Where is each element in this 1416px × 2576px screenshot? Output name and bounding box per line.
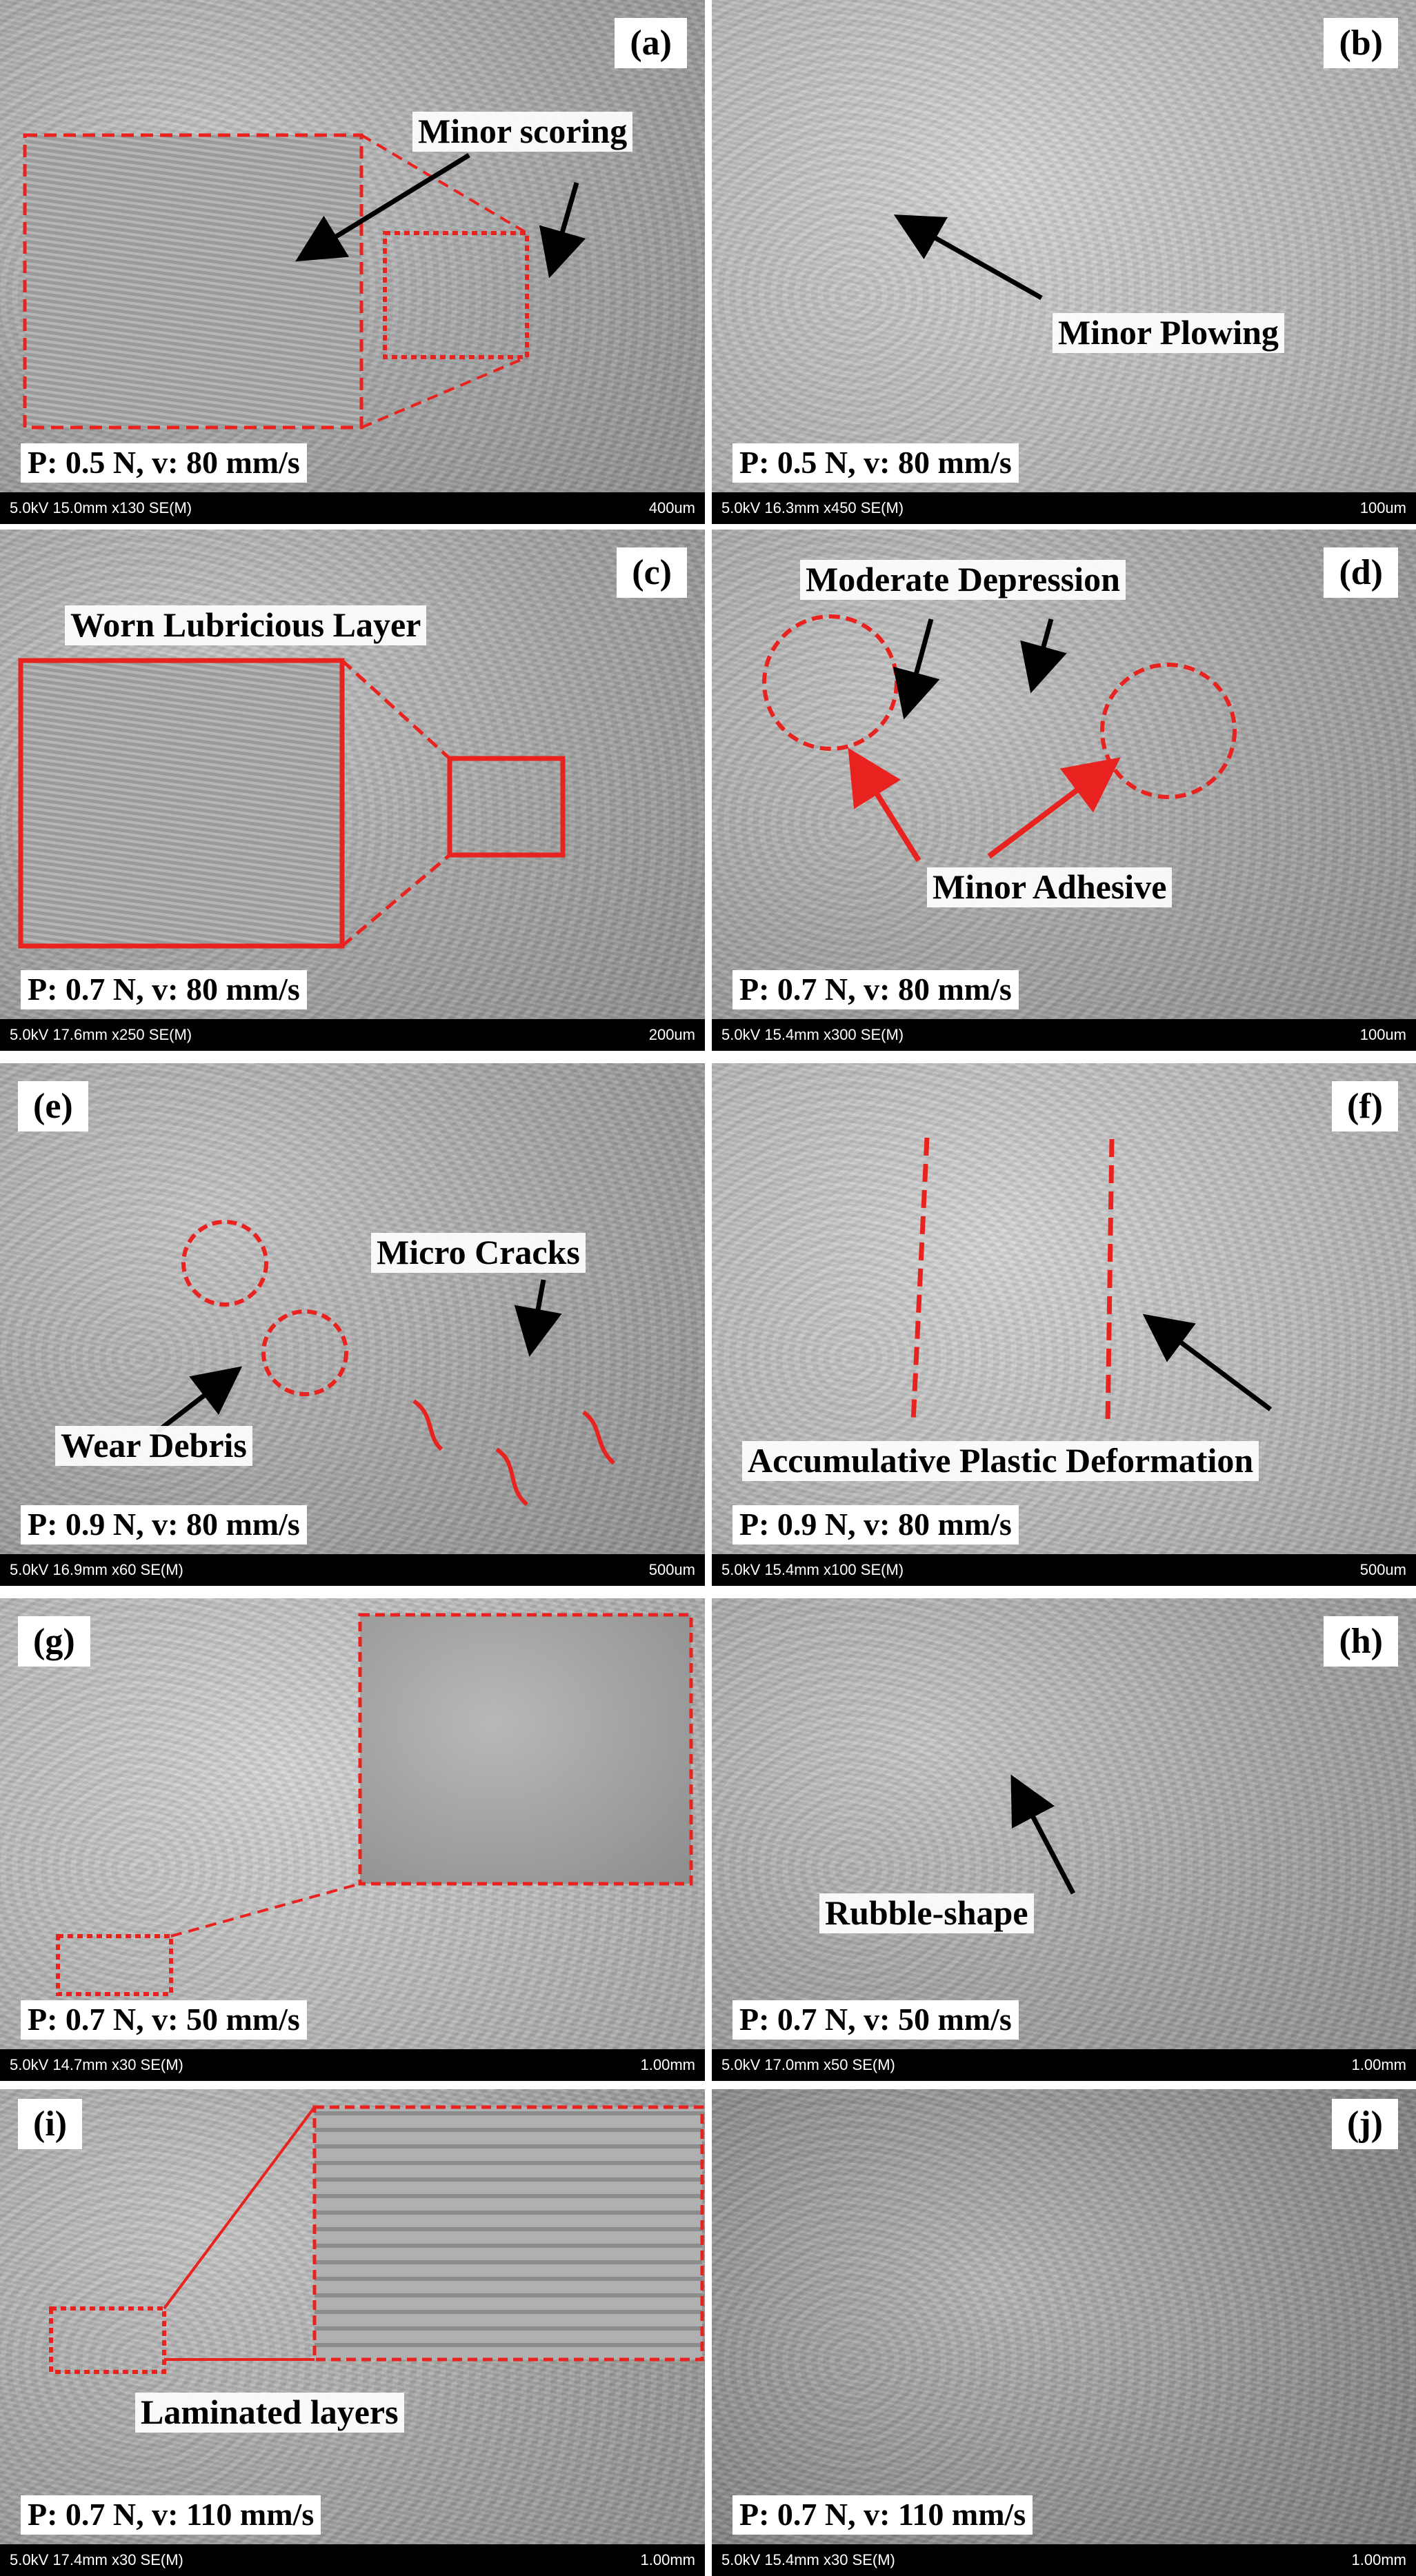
annotation-label: Accumulative Plastic Deformation (742, 1441, 1259, 1481)
annotation-label: Minor Plowing (1053, 313, 1284, 353)
sem-panel-a: (a) Minor scoring P: 0.5 N, v: 80 mm/s 5… (0, 0, 705, 524)
sem-panel-h: (h) Rubble-shape P: 0.7 N, v: 50 mm/s 5.… (712, 1598, 1416, 2081)
sem-parameters: 5.0kV 16.3mm x450 SE(M) (721, 499, 904, 516)
annotation-label: Micro Cracks (371, 1233, 586, 1273)
annotation-label: Worn Lubricious Layer (65, 605, 427, 645)
sem-parameters: 5.0kV 15.4mm x300 SE(M) (721, 1026, 904, 1043)
sem-panel-f: (f) Accumulative Plastic Deformation P: … (712, 1063, 1416, 1586)
sem-info-bar: 5.0kV 16.9mm x60 SE(M) 500um (0, 1554, 705, 1586)
scale-bar-label: 1.00mm (1351, 2551, 1406, 2568)
sem-panel-i: (i) Laminated layers P: 0.7 N, v: 110 mm… (0, 2089, 705, 2576)
zoom-inset (21, 661, 342, 946)
scale-bar-label: 100um (1359, 1026, 1406, 1043)
zoom-inset (315, 2107, 702, 2359)
annotation-label: Laminated layers (135, 2393, 404, 2433)
sem-parameters: 5.0kV 17.0mm x50 SE(M) (721, 2056, 895, 2073)
scale-bar-label: 200um (648, 1026, 695, 1043)
zoom-inset (360, 1615, 691, 1884)
test-condition: P: 0.9 N, v: 80 mm/s (732, 1505, 1019, 1544)
sem-info-bar: 5.0kV 17.0mm x50 SE(M) 1.00mm (712, 2049, 1416, 2081)
sem-texture (712, 0, 1416, 492)
sem-panel-c: (c) Worn Lubricious Layer P: 0.7 N, v: 8… (0, 530, 705, 1051)
panel-label: (h) (1324, 1616, 1398, 1667)
test-condition: P: 0.7 N, v: 110 mm/s (21, 2495, 321, 2535)
annotation-label: Minor scoring (412, 112, 633, 152)
sem-info-bar: 5.0kV 17.4mm x30 SE(M) 1.00mm (0, 2544, 705, 2576)
test-condition: P: 0.7 N, v: 50 mm/s (732, 2000, 1019, 2040)
scale-bar-label: 1.00mm (640, 2551, 695, 2568)
sem-info-bar: 5.0kV 15.4mm x100 SE(M) 500um (712, 1554, 1416, 1586)
sem-parameters: 5.0kV 17.6mm x250 SE(M) (10, 1026, 192, 1043)
annotation-label: Moderate Depression (800, 560, 1126, 600)
sem-panel-d: (d) Moderate Depression Minor Adhesive P… (712, 530, 1416, 1051)
sem-info-bar: 5.0kV 14.7mm x30 SE(M) 1.00mm (0, 2049, 705, 2081)
sem-info-bar: 5.0kV 16.3mm x450 SE(M) 100um (712, 492, 1416, 524)
panel-label: (e) (18, 1081, 88, 1132)
panel-label: (g) (18, 1616, 90, 1667)
scale-bar-label: 1.00mm (1351, 2056, 1406, 2073)
sem-panel-g: (g) P: 0.7 N, v: 50 mm/s 5.0kV 14.7mm x3… (0, 1598, 705, 2081)
sem-info-bar: 5.0kV 15.4mm x300 SE(M) 100um (712, 1019, 1416, 1051)
panel-label: (j) (1332, 2099, 1398, 2150)
sem-panel-b: (b) Minor Plowing P: 0.5 N, v: 80 mm/s 5… (712, 0, 1416, 524)
test-condition: P: 0.5 N, v: 80 mm/s (732, 443, 1019, 483)
zoom-inset (25, 135, 361, 427)
scale-bar-label: 500um (648, 1561, 695, 1578)
annotation-label: Wear Debris (55, 1426, 252, 1466)
scale-bar-label: 100um (1359, 499, 1406, 516)
test-condition: P: 0.5 N, v: 80 mm/s (21, 443, 307, 483)
sem-parameters: 5.0kV 15.0mm x130 SE(M) (10, 499, 192, 516)
annotation-label: Rubble-shape (819, 1893, 1034, 1933)
sem-texture (712, 530, 1416, 1019)
sem-parameters: 5.0kV 15.4mm x30 SE(M) (721, 2551, 895, 2568)
panel-label: (c) (617, 547, 687, 598)
test-condition: P: 0.7 N, v: 110 mm/s (732, 2495, 1033, 2535)
sem-panel-j: (j) P: 0.7 N, v: 110 mm/s 5.0kV 15.4mm x… (712, 2089, 1416, 2576)
sem-info-bar: 5.0kV 17.6mm x250 SE(M) 200um (0, 1019, 705, 1051)
sem-info-bar: 5.0kV 15.4mm x30 SE(M) 1.00mm (712, 2544, 1416, 2576)
panel-label: (a) (615, 18, 687, 69)
test-condition: P: 0.7 N, v: 50 mm/s (21, 2000, 307, 2040)
test-condition: P: 0.7 N, v: 80 mm/s (21, 970, 307, 1009)
sem-info-bar: 5.0kV 15.0mm x130 SE(M) 400um (0, 492, 705, 524)
sem-texture (0, 1063, 705, 1554)
sem-parameters: 5.0kV 14.7mm x30 SE(M) (10, 2056, 183, 2073)
panel-label: (i) (18, 2099, 83, 2150)
test-condition: P: 0.9 N, v: 80 mm/s (21, 1505, 307, 1544)
sem-parameters: 5.0kV 17.4mm x30 SE(M) (10, 2551, 183, 2568)
sem-texture (712, 2089, 1416, 2544)
sem-parameters: 5.0kV 16.9mm x60 SE(M) (10, 1561, 183, 1578)
test-condition: P: 0.7 N, v: 80 mm/s (732, 970, 1019, 1009)
panel-label: (d) (1324, 547, 1398, 598)
scale-bar-label: 400um (648, 499, 695, 516)
panel-label: (f) (1332, 1081, 1398, 1132)
annotation-label: Minor Adhesive (927, 867, 1173, 907)
scale-bar-label: 500um (1359, 1561, 1406, 1578)
sem-panel-e: (e) Micro Cracks Wear Debris P: 0.9 N, v… (0, 1063, 705, 1586)
sem-parameters: 5.0kV 15.4mm x100 SE(M) (721, 1561, 904, 1578)
panel-label: (b) (1324, 18, 1398, 69)
sem-texture (712, 1598, 1416, 2049)
scale-bar-label: 1.00mm (640, 2056, 695, 2073)
